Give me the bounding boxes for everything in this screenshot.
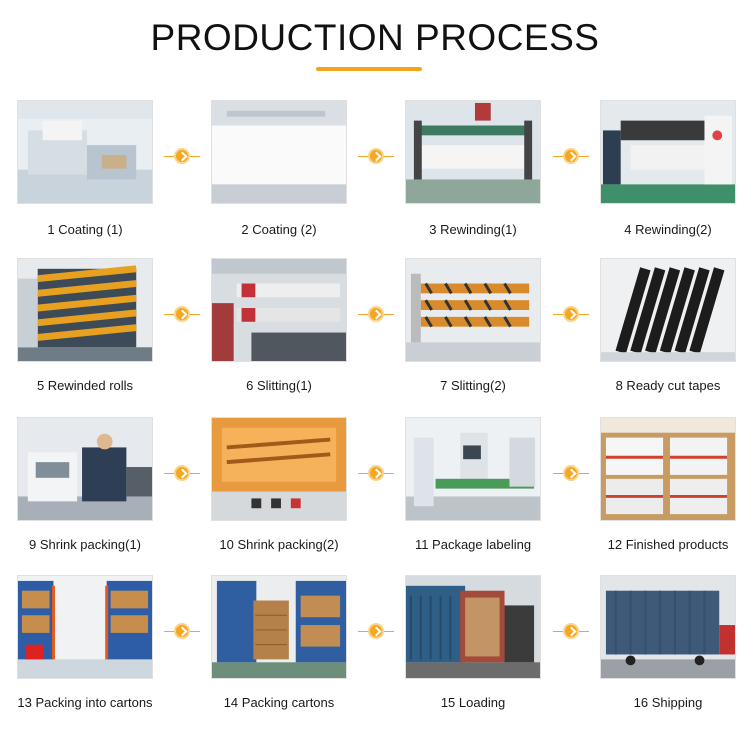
step-photo: [600, 417, 736, 521]
process-step: 8 Ready cut tapes: [600, 258, 736, 402]
step-photo: [405, 575, 541, 679]
arrow-right-icon: [562, 623, 579, 639]
process-step: 12 Finished products: [600, 417, 736, 561]
step-photo: [600, 100, 736, 204]
arrow-right-icon: [368, 306, 384, 322]
step-photo: [211, 100, 347, 204]
step-caption: 2 Coating (2): [241, 222, 317, 237]
step-photo: [17, 100, 153, 204]
arrow-right-icon: [368, 623, 384, 639]
step-photo: [405, 100, 541, 204]
process-step: 5 Rewinded rolls: [17, 258, 153, 402]
step-caption: 1 Coating (1): [47, 222, 123, 237]
step-photo: [17, 258, 153, 362]
step-caption: 14 Packing cartons: [223, 695, 335, 710]
process-step: 7 Slitting(2): [405, 258, 541, 402]
step-caption: 5 Rewinded rolls: [36, 378, 134, 393]
process-step: 11 Package labeling: [405, 417, 541, 561]
step-photo: [405, 417, 541, 521]
step-photo: [600, 258, 736, 362]
step-caption: 13 Packing into cartons: [17, 695, 153, 710]
process-step: 14 Packing cartons: [211, 575, 347, 719]
arrow-right-icon: [174, 623, 190, 639]
step-caption: 9 Shrink packing(1): [29, 537, 141, 552]
step-caption: 8 Ready cut tapes: [615, 378, 721, 393]
page-title: PRODUCTION PROCESS: [150, 17, 600, 58]
process-step: 10 Shrink packing(2): [211, 417, 347, 561]
arrow-right-icon: [174, 148, 190, 164]
step-caption: 15 Loading: [440, 695, 506, 710]
process-step: 3 Rewinding(1): [405, 100, 541, 244]
arrow-right-icon: [174, 306, 190, 322]
process-step: 4 Rewinding(2): [600, 100, 736, 244]
step-caption: 4 Rewinding(2): [624, 222, 712, 237]
step-photo: [600, 575, 736, 679]
step-caption: 7 Slitting(2): [440, 378, 506, 393]
step-photo: [211, 575, 347, 679]
process-step: 2 Coating (2): [211, 100, 347, 244]
step-photo: [211, 417, 347, 521]
process-step: 13 Packing into cartons: [17, 575, 153, 719]
arrow-right-icon: [174, 465, 190, 481]
step-photo: [17, 417, 153, 521]
step-caption: 3 Rewinding(1): [429, 222, 517, 237]
process-step: 1 Coating (1): [17, 100, 153, 244]
step-caption: 12 Finished products: [607, 537, 729, 552]
process-step: 6 Slitting(1): [211, 258, 347, 402]
arrow-right-icon: [368, 465, 384, 481]
arrow-right-icon: [562, 148, 579, 164]
arrow-right-icon: [368, 148, 384, 164]
process-step: 15 Loading: [405, 575, 541, 719]
step-caption: 16 Shipping: [633, 695, 703, 710]
arrow-right-icon: [562, 306, 579, 322]
step-photo: [211, 258, 347, 362]
title-underline: [316, 67, 422, 71]
step-caption: 6 Slitting(1): [246, 378, 312, 393]
step-photo: [405, 258, 541, 362]
step-caption: 10 Shrink packing(2): [219, 537, 339, 552]
step-photo: [17, 575, 153, 679]
process-step: 16 Shipping: [600, 575, 736, 719]
process-step: 9 Shrink packing(1): [17, 417, 153, 561]
step-caption: 11 Package labeling: [414, 537, 532, 552]
arrow-right-icon: [562, 465, 579, 481]
